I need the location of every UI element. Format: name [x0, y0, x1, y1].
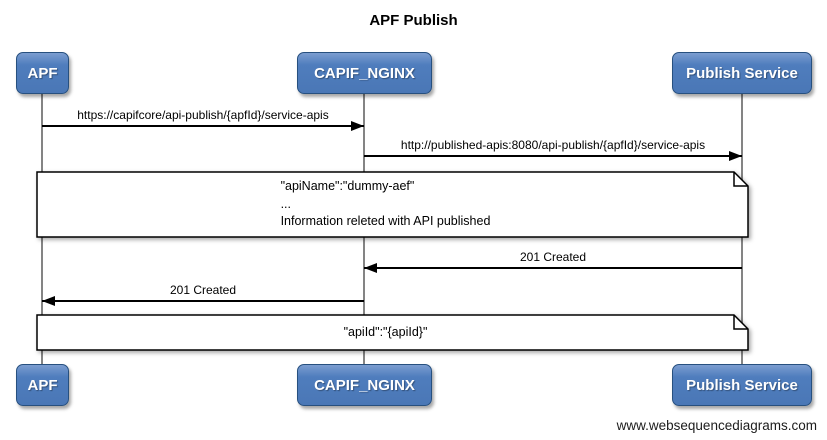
- actor-label: Publish Service: [686, 64, 798, 82]
- message-label-publish-request: https://capifcore/api-publish/{apfId}/se…: [77, 108, 329, 122]
- message-label-201-created-left: 201 Created: [169, 283, 237, 297]
- message-line: [364, 155, 742, 157]
- actor-publish-service-top: Publish Service: [672, 52, 812, 94]
- actor-label: Publish Service: [686, 376, 798, 394]
- note-text-block: "apiId":"{apiId}": [344, 324, 428, 342]
- note-api-info: "apiName":"dummy-aef" ... Information re…: [36, 171, 749, 238]
- note-line: "apiName":"dummy-aef": [280, 179, 415, 194]
- actor-publish-service-bottom: Publish Service: [672, 364, 812, 406]
- actor-label: CAPIF_NGINX: [314, 64, 415, 82]
- arrowhead-left-icon: [42, 296, 55, 306]
- arrowhead-right-icon: [351, 121, 364, 131]
- actor-label: APF: [27, 376, 58, 394]
- actor-label: CAPIF_NGINX: [314, 376, 415, 394]
- actor-apf-top: APF: [16, 52, 69, 94]
- diagram-title: APF Publish: [369, 12, 458, 29]
- watermark-text: www.websequencediagrams.com: [616, 418, 817, 433]
- note-line: "apiId":"{apiId}": [343, 324, 428, 339]
- message-label-forward-request: http://published-apis:8080/api-publish/{…: [400, 138, 706, 152]
- actor-label: APF: [27, 64, 58, 82]
- actor-capif-nginx-bottom: CAPIF_NGINX: [297, 364, 432, 406]
- message-label-201-created-right: 201 Created: [519, 250, 587, 264]
- message-line: [42, 300, 364, 302]
- note-shape: [36, 171, 749, 238]
- actor-apf-bottom: APF: [16, 364, 69, 406]
- note-api-id: "apiId":"{apiId}": [36, 314, 749, 351]
- message-line: [42, 125, 364, 127]
- note-text-block: "apiName":"dummy-aef" ... Information re…: [281, 178, 491, 231]
- note-shape: [36, 314, 749, 351]
- arrowhead-left-icon: [364, 263, 377, 273]
- message-line: [364, 267, 742, 269]
- note-line: ...: [280, 196, 291, 211]
- note-line: Information releted with API published: [280, 214, 491, 229]
- arrowhead-right-icon: [729, 151, 742, 161]
- actor-capif-nginx-top: CAPIF_NGINX: [297, 52, 432, 94]
